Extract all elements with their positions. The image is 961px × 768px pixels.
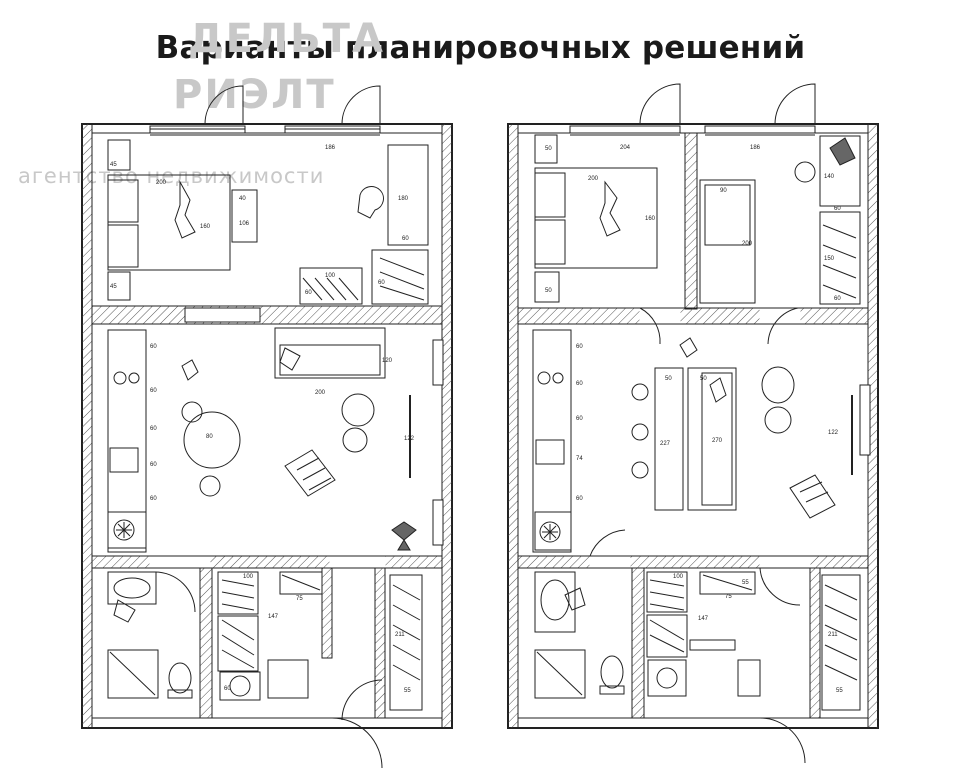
dim-label: 80 <box>206 434 213 440</box>
dim-label: 147 <box>268 614 279 620</box>
left-dining-table <box>183 411 241 469</box>
dim-label: 60 <box>576 416 583 422</box>
dim-label: 60 <box>224 686 231 692</box>
dim-label: 106 <box>239 221 250 227</box>
dim-label: 100 <box>325 273 336 279</box>
page-title: Варианты планировочных решений <box>155 30 806 66</box>
dim-label: 60 <box>834 296 841 302</box>
dim-label: 60 <box>150 462 157 468</box>
dim-label: 60 <box>150 426 157 432</box>
dim-label: 60 <box>834 206 841 212</box>
dim-label: 60 <box>378 280 385 286</box>
dim-label: 122 <box>404 436 415 442</box>
dim-label: 90 <box>720 188 727 194</box>
dim-label: 40 <box>239 196 246 202</box>
dim-label: 204 <box>620 145 631 151</box>
dim-label: 186 <box>325 145 336 151</box>
right-bed <box>534 167 658 269</box>
dim-label: 60 <box>576 496 583 502</box>
dim-label: 211 <box>828 632 838 638</box>
dim-label: 270 <box>712 438 723 444</box>
dim-label: 140 <box>824 174 835 180</box>
dim-label: 200 <box>588 176 599 182</box>
dim-label: 50 <box>545 288 552 294</box>
right-sofa <box>687 367 737 511</box>
right-study-couch <box>699 179 756 304</box>
dim-label: 200 <box>315 390 326 396</box>
dim-label: 186 <box>750 145 761 151</box>
dim-label: 55 <box>404 688 411 694</box>
plan-right-labels: 50 200 160 50 204 186 90 200 140 60 150 … <box>545 145 843 694</box>
dim-label: 60 <box>576 381 583 387</box>
dim-label: 147 <box>698 616 709 622</box>
dim-label: 200 <box>742 241 753 247</box>
dim-label: 60 <box>150 344 157 350</box>
dim-label: 60 <box>150 388 157 394</box>
dim-label: 45 <box>110 284 117 290</box>
dim-label: 60 <box>305 290 312 296</box>
dim-label: 74 <box>576 456 583 462</box>
dim-label: 200 <box>156 180 167 186</box>
dim-label: 211 <box>395 632 405 638</box>
dim-label: 75 <box>296 596 303 602</box>
left-sofa <box>274 327 386 379</box>
dim-label: 100 <box>673 574 684 580</box>
dim-label: 120 <box>382 358 393 364</box>
right-bar-counter <box>654 367 684 511</box>
dim-label: 75 <box>725 594 732 600</box>
dim-label: 50 <box>700 376 707 382</box>
right-kitchen-counter <box>532 329 572 553</box>
dim-label: 50 <box>545 146 552 152</box>
dim-label: 227 <box>660 441 671 447</box>
plan-left-labels: 45 200 160 45 186 40 106 180 60 100 60 6… <box>110 145 415 694</box>
dim-label: 100 <box>243 574 254 580</box>
dim-label: 180 <box>398 196 409 202</box>
dim-label: 160 <box>645 216 656 222</box>
dim-label: 50 <box>665 376 672 382</box>
dim-label: 122 <box>828 430 839 436</box>
dim-label: 55 <box>742 580 749 586</box>
dim-label: 45 <box>110 162 117 168</box>
dim-label: 150 <box>824 256 835 262</box>
left-kitchen-counter <box>107 329 147 553</box>
dim-label: 60 <box>402 236 409 242</box>
plan-left <box>81 85 453 768</box>
dim-label: 60 <box>576 344 583 350</box>
plan-right <box>507 83 879 764</box>
dim-label: 160 <box>200 224 211 230</box>
dim-label: 55 <box>836 688 843 694</box>
dim-label: 60 <box>150 496 157 502</box>
